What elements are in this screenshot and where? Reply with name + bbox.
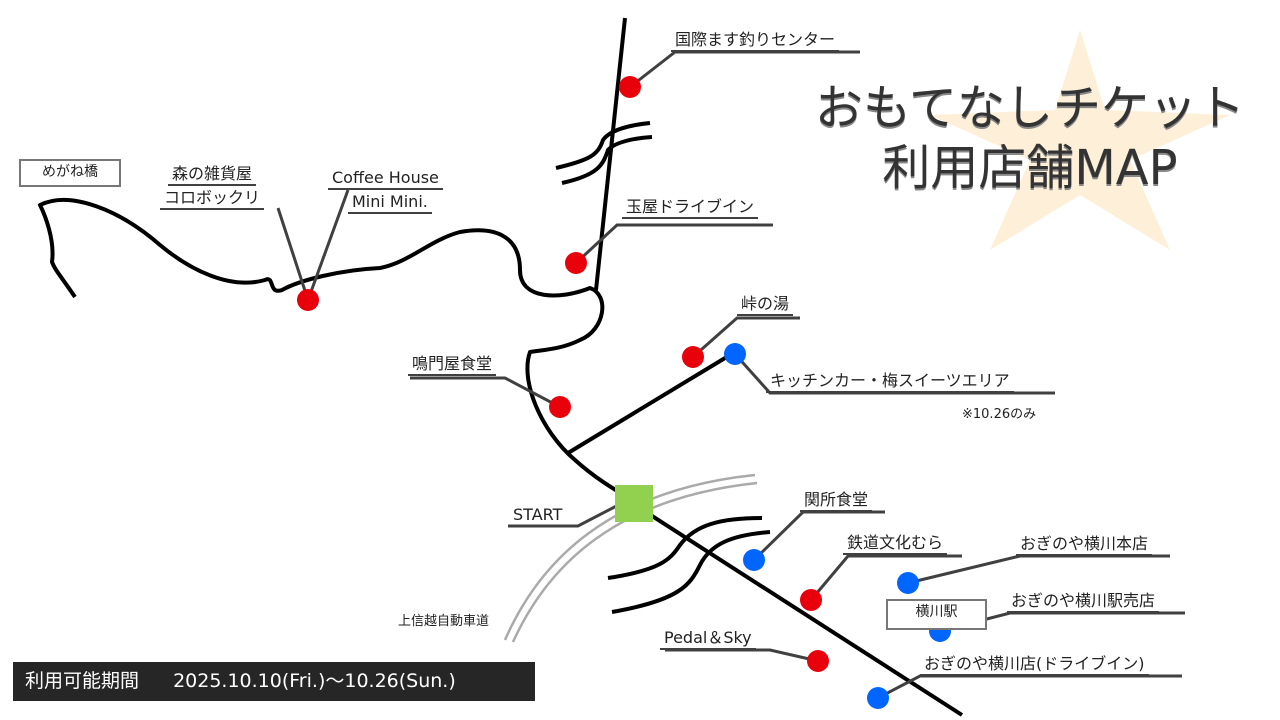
overpass-south: [607, 516, 771, 614]
winding-road: [38, 198, 642, 507]
megane-bridge-label: めがね橋: [19, 159, 121, 187]
marker-oginoya-drivein[interactable]: [867, 687, 889, 709]
period-dates: 2025.10.10(Fri.)～10.26(Sun.): [173, 670, 456, 692]
title-line1: おもてなしチケット: [814, 80, 1246, 136]
start-marker: [615, 485, 653, 522]
title-line2: 利用店舗MAP: [882, 140, 1178, 196]
event-logo-watermark: [930, 30, 1230, 250]
marker-tetsudo-bunka[interactable]: [800, 589, 822, 611]
marker-tamaya[interactable]: [565, 252, 587, 274]
shop-label-tetsudo-bunka[interactable]: 鉄道文化むら: [843, 533, 948, 555]
usage-period-banner: 利用可能期間 2025.10.10(Fri.)～10.26(Sun.): [13, 662, 535, 701]
marker-pedal-sky[interactable]: [807, 650, 829, 672]
shop-label-coffee-house[interactable]: Coffee House: [328, 168, 443, 190]
shop-label-mini-mini[interactable]: Mini Mini.: [348, 192, 432, 214]
marker-touge-no-yu[interactable]: [682, 346, 704, 368]
shop-label-kitchen-car[interactable]: キッチンカー・梅スイーツエリア: [766, 371, 1014, 393]
leader-lines: [276, 50, 1185, 700]
road-branch: [566, 353, 732, 455]
marker-narutoya[interactable]: [549, 396, 571, 418]
map-title: おもてなしチケット 利用店舗MAP: [805, 78, 1255, 198]
shop-label-oginoya-station[interactable]: おぎのや横川駅売店: [1007, 591, 1160, 613]
yokokawa-station-label: 横川駅: [886, 599, 987, 630]
shop-label-oginoya-honten[interactable]: おぎのや横川本店: [1016, 534, 1153, 556]
kitchen-car-note: ※10.26のみ: [962, 407, 1037, 422]
shop-label-tamaya[interactable]: 玉屋ドライブイン: [622, 197, 759, 219]
marker-oginoya-honten[interactable]: [897, 572, 919, 594]
road-south: [633, 503, 964, 717]
period-label: 利用可能期間: [25, 670, 140, 692]
marker-sekisho[interactable]: [743, 549, 765, 571]
marker-kitchen-car[interactable]: [724, 343, 746, 365]
shop-label-oginoya-drivein[interactable]: おぎのや横川店(ドライブイン): [920, 654, 1149, 676]
marker-korobokkuri-coffee[interactable]: [297, 289, 319, 311]
shop-label-touge-no-yu[interactable]: 峠の湯: [737, 294, 794, 316]
shop-label-sekisho[interactable]: 関所食堂: [800, 490, 873, 512]
shop-label-mori-no-zakkaya[interactable]: 森の雑貨屋: [168, 164, 257, 186]
road-north: [594, 17, 627, 291]
overpass-north: [555, 121, 653, 185]
shop-label-pedal-sky[interactable]: Pedal＆Sky: [660, 628, 756, 650]
marker-kokusai-masu[interactable]: [619, 76, 641, 98]
shop-label-korobokkuri[interactable]: コロボックリ: [160, 188, 265, 210]
shop-markers: [297, 76, 951, 709]
start-label: START: [509, 505, 567, 527]
shop-label-kokusai-masu[interactable]: 国際ます釣りセンター: [671, 30, 840, 52]
shop-label-narutoya[interactable]: 鳴門屋食堂: [408, 354, 497, 376]
expressway: [503, 473, 758, 643]
expressway-label: 上信越自動車道: [398, 614, 490, 629]
